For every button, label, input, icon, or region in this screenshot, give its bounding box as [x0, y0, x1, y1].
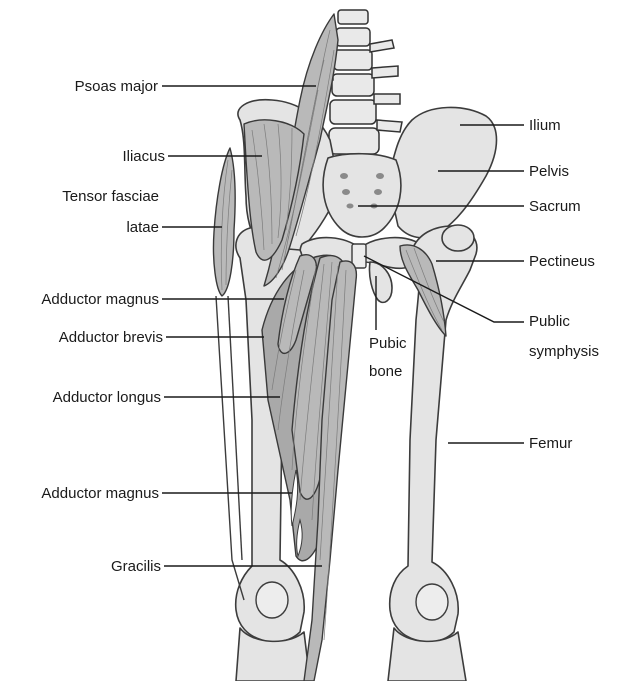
label-adductor-brevis: Adductor brevis: [59, 329, 163, 346]
label-psoas-major: Psoas major: [75, 78, 158, 95]
label-iliacus: Iliacus: [122, 148, 165, 165]
label-sacrum: Sacrum: [529, 198, 581, 215]
label-adductor-magnus-upper: Adductor magnus: [41, 291, 159, 308]
label-gracilis: Gracilis: [111, 558, 161, 575]
label-ilium: Ilium: [529, 117, 561, 134]
label-latae: latae: [126, 219, 159, 236]
left-patella: [256, 582, 288, 618]
label-adductor-magnus-lower: Adductor magnus: [41, 485, 159, 502]
label-femur: Femur: [529, 435, 572, 452]
right-patella: [416, 584, 448, 620]
label-public: Public: [529, 313, 570, 330]
label-bone: bone: [369, 363, 402, 380]
sacrum: [323, 154, 401, 237]
label-symphysis: symphysis: [529, 343, 599, 360]
label-pectineus: Pectineus: [529, 253, 595, 270]
label-adductor-longus: Adductor longus: [53, 389, 161, 406]
right-ilium: [388, 107, 497, 237]
label-pelvis: Pelvis: [529, 163, 569, 180]
label-tensor-fasciae: Tensor fasciae: [62, 188, 159, 205]
right-femoral-head: [442, 225, 474, 251]
label-pubic: Pubic: [369, 335, 407, 352]
